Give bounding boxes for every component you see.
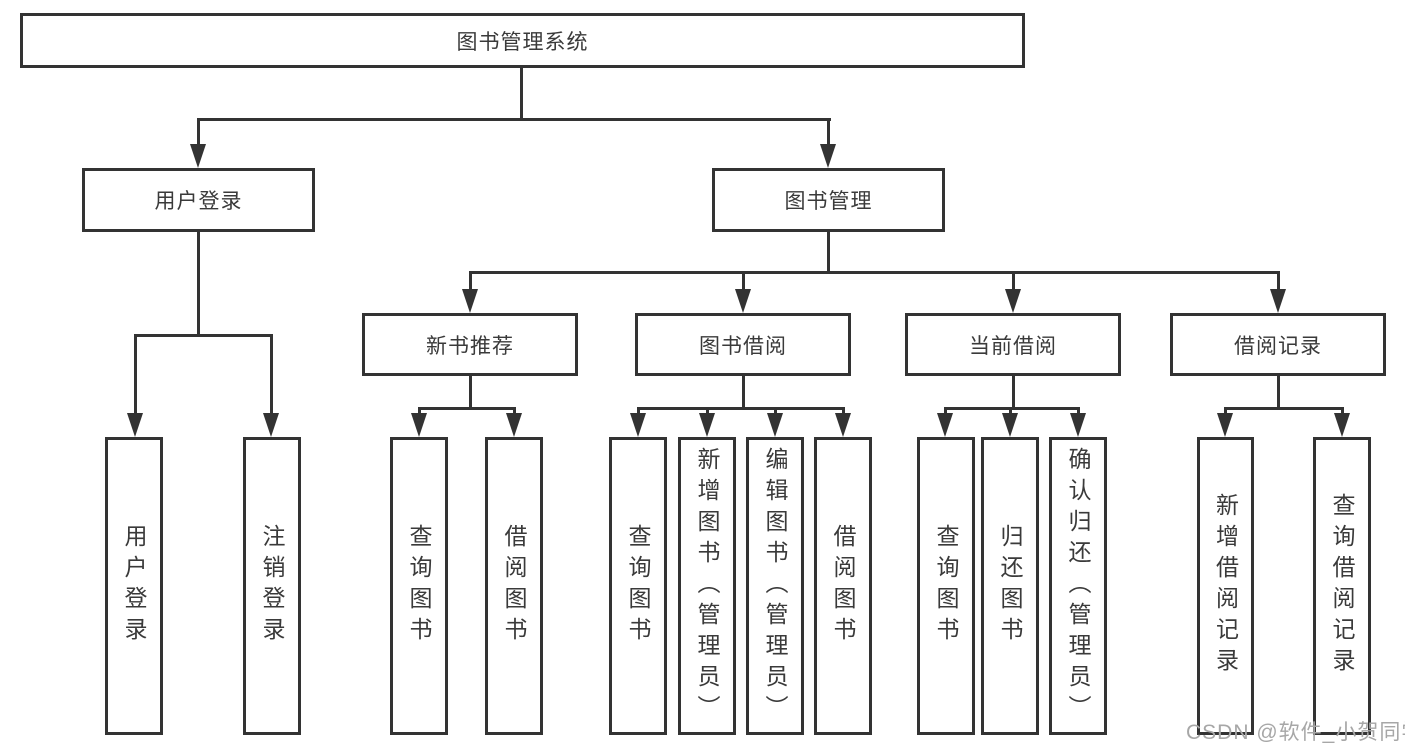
arrow-down-icon: [937, 413, 953, 437]
arrow-down-icon: [699, 413, 715, 437]
arrow-down-icon: [1270, 289, 1286, 313]
node-label: 当前借阅: [969, 334, 1057, 358]
node-new-book-recommend: 新书推荐: [362, 313, 578, 376]
node-leaf-query-books-current: 查询图书: [917, 437, 975, 735]
node-label: 归还图书: [997, 524, 1023, 648]
node-leaf-add-books-admin: 新增图书（管理员）: [678, 437, 736, 735]
connector-line: [469, 271, 1280, 274]
arrow-down-icon: [1070, 413, 1086, 437]
connector-line: [134, 334, 273, 337]
node-leaf-borrow-books-recommend: 借阅图书: [485, 437, 543, 735]
node-label: 借阅图书: [830, 524, 856, 648]
node-label: 新书推荐: [426, 334, 514, 358]
connector-line: [827, 232, 830, 274]
node-book-management-system: 图书管理系统: [20, 13, 1025, 68]
connector-line: [513, 407, 516, 415]
connector-line: [520, 66, 523, 120]
connector-line: [270, 334, 273, 416]
node-label: 查询图书: [406, 524, 432, 648]
connector-line: [1224, 407, 1227, 415]
connector-line: [1224, 407, 1343, 410]
connector-line: [827, 118, 830, 148]
arrow-down-icon: [1005, 289, 1021, 313]
node-label: 查询图书: [933, 524, 959, 648]
connector-line: [1077, 407, 1080, 415]
arrow-down-icon: [767, 413, 783, 437]
node-leaf-confirm-return-admin: 确认归还（管理员）: [1049, 437, 1107, 735]
node-leaf-query-borrow-record: 查询借阅记录: [1313, 437, 1371, 735]
node-label: 新增借阅记录: [1212, 493, 1239, 679]
node-leaf-logout: 注销登录: [243, 437, 301, 735]
connector-line: [1341, 407, 1344, 415]
connector-line: [637, 407, 640, 415]
csdn-watermark: CSDN @软件_小贺同学: [1186, 721, 1405, 744]
arrow-down-icon: [835, 413, 851, 437]
connector-line: [774, 407, 777, 415]
node-label: 编辑图书（管理员）: [762, 446, 788, 726]
arrow-down-icon: [1217, 413, 1233, 437]
arrow-down-icon: [820, 144, 836, 168]
node-label: 注销登录: [259, 524, 285, 648]
node-label: 确认归还（管理员）: [1065, 446, 1091, 726]
arrow-down-icon: [462, 289, 478, 313]
node-leaf-query-books-borrowing: 查询图书: [609, 437, 667, 735]
connector-line: [1012, 271, 1015, 293]
arrow-down-icon: [506, 413, 522, 437]
connector-line: [134, 334, 137, 416]
node-current-borrowing: 当前借阅: [905, 313, 1121, 376]
node-leaf-edit-books-admin: 编辑图书（管理员）: [746, 437, 804, 735]
node-label: 图书借阅: [699, 334, 787, 358]
node-label: 图书管理: [784, 190, 873, 213]
connector-line: [842, 407, 845, 415]
connector-line: [197, 118, 831, 121]
connector-line: [469, 271, 472, 293]
node-leaf-return-books: 归还图书: [981, 437, 1039, 735]
connector-line: [1009, 407, 1012, 415]
node-leaf-borrow-books-borrowing: 借阅图书: [814, 437, 872, 735]
node-label: 新增图书（管理员）: [694, 446, 720, 726]
connector-line: [742, 271, 745, 293]
connector-line: [1277, 376, 1280, 409]
arrow-down-icon: [411, 413, 427, 437]
node-label: 查询借阅记录: [1329, 493, 1355, 679]
arrow-down-icon: [263, 413, 279, 437]
node-label: 借阅图书: [501, 524, 527, 648]
connector-line: [1277, 271, 1280, 293]
node-label: 查询图书: [625, 524, 651, 648]
node-label: 用户登录: [154, 190, 243, 213]
node-label: 图书管理系统: [456, 30, 589, 54]
node-leaf-query-books-recommend: 查询图书: [390, 437, 448, 735]
node-borrowing-records: 借阅记录: [1170, 313, 1386, 376]
arrow-down-icon: [190, 144, 206, 168]
arrow-down-icon: [630, 413, 646, 437]
connector-line: [944, 407, 947, 415]
arrow-down-icon: [127, 413, 143, 437]
node-leaf-add-borrow-record: 新增借阅记录: [1197, 437, 1254, 735]
arrow-down-icon: [1002, 413, 1018, 437]
connector-line: [637, 407, 844, 410]
node-leaf-user-login: 用户登录: [105, 437, 163, 735]
node-label: 借阅记录: [1234, 334, 1322, 358]
connector-line: [197, 232, 200, 336]
connector-line: [469, 376, 472, 409]
node-user-login: 用户登录: [82, 168, 315, 232]
connector-line: [418, 407, 516, 410]
node-label: 用户登录: [121, 524, 147, 648]
node-book-borrowing: 图书借阅: [635, 313, 851, 376]
arrow-down-icon: [1334, 413, 1350, 437]
connector-line: [418, 407, 421, 415]
connector-line: [742, 376, 745, 409]
connector-line: [197, 118, 200, 148]
arrow-down-icon: [735, 289, 751, 313]
node-book-management: 图书管理: [712, 168, 945, 232]
connector-line: [706, 407, 709, 415]
connector-line: [1012, 376, 1015, 409]
